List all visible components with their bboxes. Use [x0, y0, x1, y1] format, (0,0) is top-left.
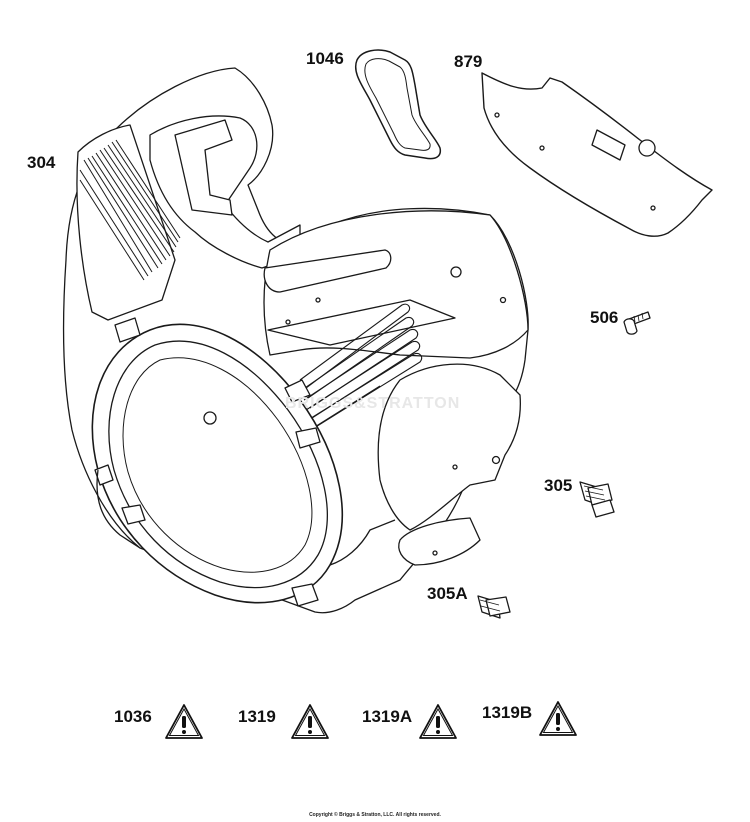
- blower-housing-304: [62, 67, 529, 614]
- label-1319: 1319: [238, 707, 276, 726]
- warning-triangle-icon: [419, 704, 457, 739]
- warning-triangle-icon: [291, 704, 329, 739]
- bolt-305A: [477, 595, 511, 619]
- label-1046: 1046: [306, 49, 344, 68]
- bolt-305: [579, 481, 615, 518]
- label-304: 304: [27, 153, 56, 172]
- label-879: 879: [454, 52, 483, 71]
- label-305A: 305A: [427, 584, 468, 603]
- label-1036: 1036: [114, 707, 152, 726]
- warning-triangle-icon: [539, 701, 577, 736]
- gasket-1046: [355, 49, 442, 160]
- label-305: 305: [544, 476, 573, 495]
- watermark: BRIGGS&STRATTON: [285, 395, 461, 412]
- label-1319B: 1319B: [482, 703, 533, 722]
- warning-triangle-icon: [165, 704, 203, 739]
- plate-879: [481, 72, 713, 237]
- screw-506: [623, 311, 651, 335]
- label-1319A: 1319A: [362, 707, 413, 726]
- label-506: 506: [590, 308, 619, 327]
- copyright-notice: Copyright © Briggs & Stratton, LLC. All …: [309, 812, 441, 818]
